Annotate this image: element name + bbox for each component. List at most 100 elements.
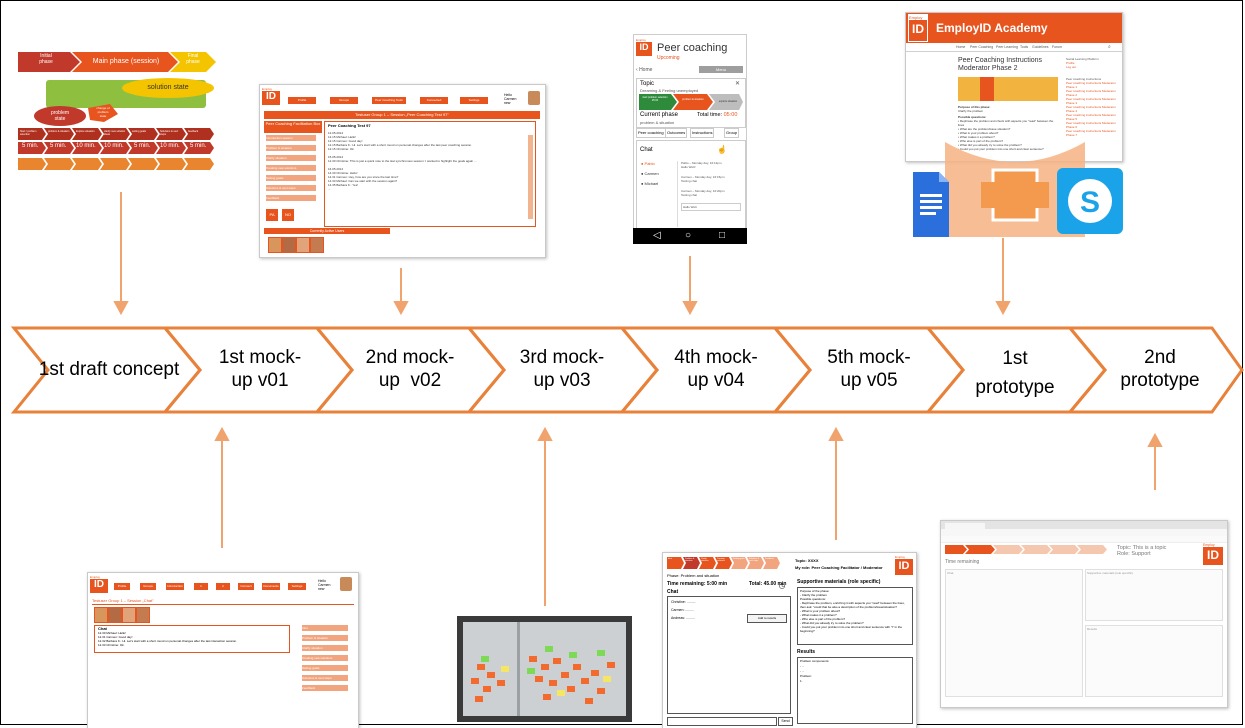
skype-icon: S	[1057, 168, 1123, 234]
nav-item[interactable]: Introduction	[166, 583, 184, 590]
chat-user: ● Pablo	[641, 161, 655, 166]
sidebar-item[interactable]: Solutions & next steps	[266, 185, 316, 191]
home-icon[interactable]: ○	[685, 230, 692, 241]
prototype-1-collage: Employ ID EmployID Academy Home Peer Coa…	[905, 12, 1125, 237]
timeline-step-8-shape	[1066, 326, 1244, 414]
google-docs-icon	[913, 172, 949, 237]
browser-tab[interactable]	[945, 523, 985, 529]
employid-logo: Employ ID	[895, 555, 913, 575]
v04-tabs: Peer coaching Outcomes Instructions Grou…	[636, 128, 744, 138]
nav-item[interactable]: Peer Coaching Tools	[372, 97, 406, 104]
pa-button[interactable]: PA	[266, 209, 278, 221]
employid-logo: Employ ID	[908, 14, 928, 42]
add-to-results-button[interactable]: Add to results	[747, 614, 787, 623]
nav-item[interactable]: Connect	[238, 583, 254, 590]
sidebar-item[interactable]: Feedback	[266, 195, 316, 201]
tab-outcomes[interactable]: Outcomes	[665, 128, 688, 138]
sidebar-item[interactable]: Creating new solutions	[266, 165, 316, 171]
v01-title: Testuser Group 1 – Session „Chat"	[92, 597, 354, 605]
v01-nav: Profile Groups Introduction 1 2 Connect …	[114, 583, 314, 591]
timeline-step-4: 3rd mock- up v03	[519, 347, 605, 391]
timeline-step-8: 2nd prototype	[1120, 347, 1200, 391]
sidebar-item[interactable]: Clarify situation	[266, 155, 316, 161]
sidebar-item[interactable]: Introduction session	[266, 135, 316, 141]
recent-apps-icon[interactable]: □	[719, 230, 726, 241]
employid-logo: Employ ID	[636, 38, 652, 56]
timeline-step-5: 4th mock- up v04	[674, 347, 758, 391]
nav-item[interactable]: Documents	[262, 583, 280, 590]
plus-icon	[981, 168, 1049, 222]
v04-app-title: Peer coaching	[657, 42, 728, 54]
v05-total: Total: 45.00 min	[749, 581, 787, 587]
avatar	[296, 237, 310, 253]
avatar	[340, 577, 352, 591]
sticky-notes	[471, 646, 615, 704]
sidebar-item[interactable]: Problem & situation	[302, 635, 348, 641]
v05-materials-box: Purpose of the phase: - Clarify the prob…	[797, 587, 913, 645]
avatar	[94, 607, 108, 623]
nav-item[interactable]: Groups	[140, 583, 156, 590]
menu-button[interactable]: Menu	[699, 66, 743, 73]
nav-item[interactable]: Settings	[460, 97, 488, 104]
prototype-1-sidebar: Social Learning Platform Profile Log out…	[1066, 57, 1116, 137]
chat-user: ● Carmen	[641, 171, 659, 176]
v02-active-users: Currently Active Users	[264, 228, 390, 234]
avatar	[268, 237, 282, 253]
prototype-2-chat: Chat	[945, 569, 1083, 697]
avatar	[136, 607, 150, 623]
android-navbar: ◁ ○ □	[633, 228, 747, 244]
concept-row1: Start / problem selection problem & situ…	[20, 130, 199, 136]
academy-header	[906, 13, 1122, 43]
v01-chat: Chat 12.30 Michael: Hello! 12.31 Carmen:…	[94, 625, 290, 653]
prototype-2-results: Results	[1085, 625, 1223, 697]
v05-chevrons: Intro Problem & situation Clarify situat…	[668, 558, 774, 562]
concept-main: Main phase (session)	[92, 58, 160, 65]
send-button[interactable]: Send	[778, 717, 793, 726]
sidebar-item[interactable]: Setting goals	[266, 175, 316, 181]
search-icon[interactable]: ⌕	[1108, 44, 1111, 50]
chat-input[interactable]	[667, 717, 777, 726]
v02-chat-panel: Peer Coaching Test 97 12.05.2014 12.15 M…	[324, 121, 536, 227]
phase-table	[958, 77, 1058, 101]
back-link[interactable]: ‹ Home	[636, 67, 653, 73]
sidebar-item[interactable]: Setting goals	[302, 665, 348, 671]
sidebar-item[interactable]: Feedback	[302, 685, 348, 691]
sidebar-item[interactable]: Intro	[302, 625, 348, 631]
nav-item[interactable]: Groups	[330, 97, 358, 104]
scrollbar[interactable]	[528, 135, 533, 219]
employid-logo: Employ ID	[90, 575, 108, 593]
tab-group[interactable]: Group	[724, 128, 740, 138]
nav-item[interactable]: 2	[216, 583, 230, 590]
v05-results-label: Results	[797, 649, 816, 655]
tab-peer-coaching[interactable]: Peer coaching	[636, 128, 666, 138]
employid-logo: Employ ID	[262, 87, 280, 105]
nav-item[interactable]: Profile	[288, 97, 316, 104]
concept-sketch: Initial phase Main phase (session) Final…	[18, 50, 218, 182]
mockup-v03-photo	[457, 616, 632, 722]
v02-box-title: Peer Coaching Facilitation Box	[264, 121, 322, 133]
no-button[interactable]: NO	[282, 209, 294, 221]
clock-icon: ◷	[779, 583, 786, 590]
svg-text:S: S	[1080, 186, 1100, 219]
employid-logo: Employ ID	[1203, 543, 1223, 565]
nav-item[interactable]: 1	[194, 583, 208, 590]
concept-change: change of problem state	[96, 106, 110, 118]
back-icon[interactable]: ◁	[653, 230, 661, 241]
v05-role: My role: Peer Coaching Facilitator / Mod…	[795, 565, 883, 570]
prototype-2-time: Time remaining	[945, 559, 980, 565]
concept-problem: problem state	[50, 110, 70, 122]
sidebar-item[interactable]: Clarify situation	[302, 645, 348, 651]
sidebar-item[interactable]: Problem & situation	[266, 145, 316, 151]
nav-item[interactable]: Connected	[420, 97, 448, 104]
tab-instructions[interactable]: Instructions	[690, 128, 715, 138]
sidebar-item[interactable]: Creating new solutions	[302, 655, 348, 661]
close-icon[interactable]: ✕	[735, 81, 741, 87]
sidebar-item[interactable]: Solutions & next steps	[302, 675, 348, 681]
v05-chat-box: Christine: ......... Carmen: ......... A…	[667, 596, 791, 714]
concept-initial: Initial phase	[39, 53, 53, 65]
v05-time-remaining: Time remaining: 5:00 min	[667, 581, 728, 587]
nav-item[interactable]: Settings	[288, 583, 306, 590]
v02-nav: Profile Groups Peer Coaching Tools Conne…	[288, 97, 488, 105]
nav-item[interactable]: Profile	[114, 583, 130, 590]
